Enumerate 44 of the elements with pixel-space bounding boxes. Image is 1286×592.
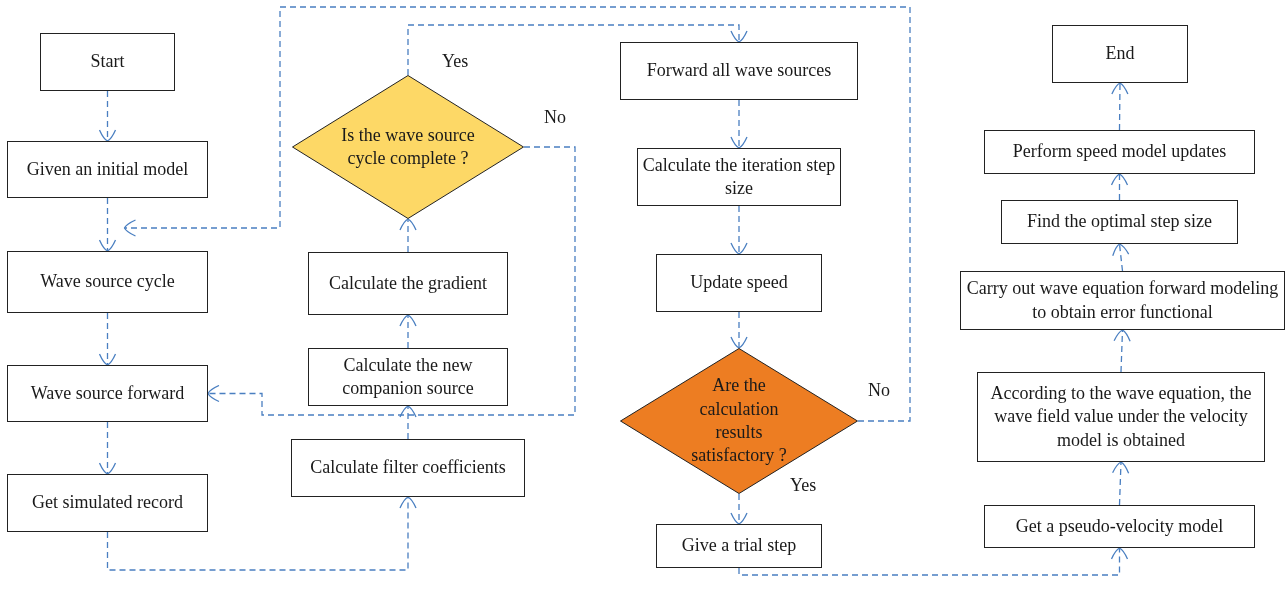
- process-box: [637, 148, 841, 206]
- node-label: Get simulated record: [32, 491, 183, 515]
- node-label: Wave source cycle: [40, 270, 175, 294]
- edge-label: No: [866, 381, 892, 399]
- decision-diamond: [292, 75, 524, 219]
- process-box: [7, 365, 208, 422]
- node-label: End: [1105, 42, 1135, 66]
- process-box: [620, 42, 858, 100]
- process-box: [40, 33, 175, 91]
- process-box: [977, 372, 1265, 462]
- process-box: [1052, 25, 1188, 83]
- edge-label: Yes: [788, 476, 819, 494]
- process-box: [656, 254, 822, 312]
- edge-label: No: [542, 108, 568, 126]
- process-box: [984, 505, 1255, 548]
- process-box: [656, 524, 822, 568]
- node-label: Find the optimal step size: [1027, 210, 1212, 234]
- node-label: Start: [90, 50, 125, 74]
- process-box: [291, 439, 525, 497]
- node-label: Give a trial step: [681, 534, 797, 558]
- edge-label: Yes: [440, 52, 471, 70]
- process-box: [308, 348, 508, 406]
- node-label: Update speed: [690, 271, 788, 295]
- node-label: Calculate the gradient: [329, 271, 487, 295]
- node-label: Carry out wave equation forward modeling to obtain error functional: [965, 277, 1280, 324]
- process-box: [960, 271, 1285, 330]
- node-label: Forward all wave sources: [646, 59, 832, 83]
- node-label: Is the wave source cycle complete ?: [340, 123, 476, 170]
- node-label: Given an initial model: [26, 157, 189, 181]
- process-box: [1001, 200, 1238, 244]
- node-label: Are the calculation results satisfactory ?: [690, 374, 788, 468]
- node-label: According to the wave equation, the wave field value under the velocity model is obtained: [989, 381, 1253, 452]
- node-label: Calculate filter coefficients: [310, 456, 506, 480]
- node-label: Calculate the iteration step size: [642, 153, 836, 200]
- process-box: [984, 130, 1255, 174]
- node-label: Get a pseudo-velocity model: [1015, 514, 1224, 538]
- decision-diamond: [620, 348, 858, 494]
- node-label: Perform speed model updates: [1012, 140, 1227, 164]
- process-box: [308, 252, 508, 315]
- process-box: [7, 141, 208, 198]
- node-label: Calculate the new companion source: [341, 353, 475, 400]
- process-box: [7, 474, 208, 532]
- process-box: [7, 251, 208, 313]
- node-label: Wave source forward: [30, 381, 185, 405]
